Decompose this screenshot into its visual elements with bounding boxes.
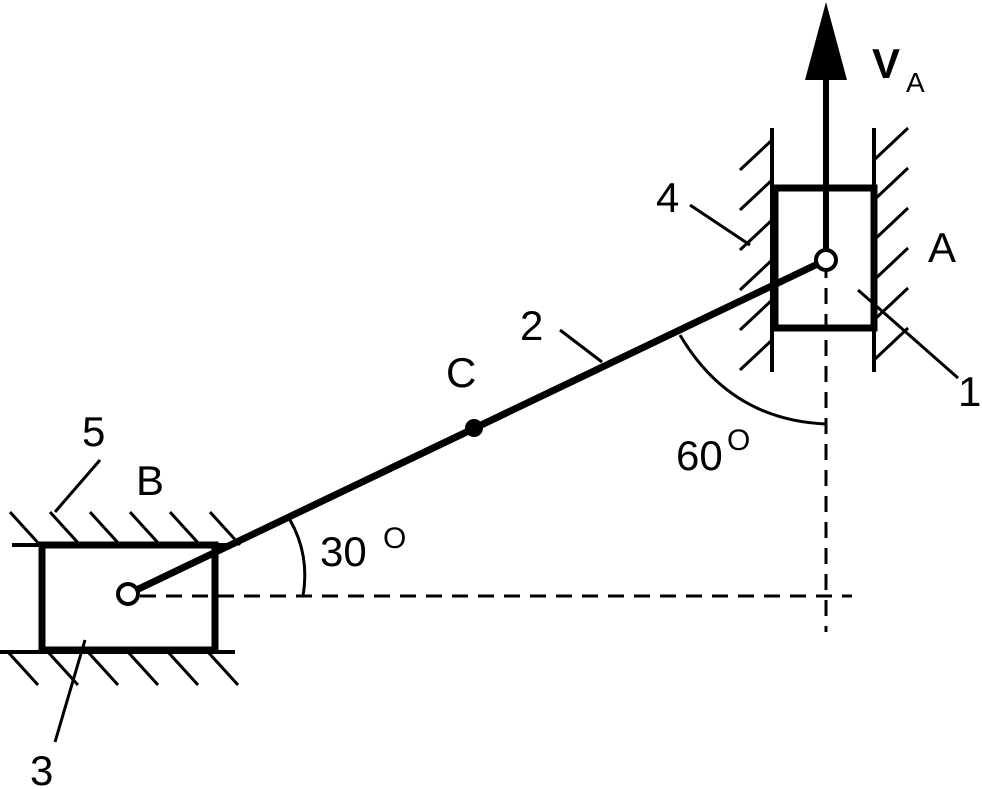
- velocity-arrowhead: [805, 2, 847, 80]
- angle-60-degree-mark: O: [727, 424, 750, 457]
- part-2-label: 2: [520, 302, 543, 349]
- velocity-subscript: A: [906, 67, 925, 98]
- slider-b-block: [38, 541, 219, 654]
- leader-lines: [53, 203, 959, 743]
- angle-30-degree-mark: O: [383, 522, 406, 555]
- part-1-label: 1: [958, 368, 981, 415]
- angle-30-arc: [288, 519, 307, 597]
- angle-30-label: 30: [320, 528, 367, 575]
- point-c-label: C: [446, 349, 476, 396]
- point-a-label: A: [928, 224, 956, 271]
- part-5-label: 5: [82, 408, 105, 455]
- part-3-label: 3: [30, 747, 53, 789]
- part-4-label: 4: [656, 174, 679, 221]
- velocity-label: V: [872, 40, 900, 87]
- point-c-dot: [465, 419, 483, 437]
- point-b-label: B: [136, 457, 164, 504]
- bottom-rail-hatching: [6, 650, 240, 687]
- left-wall-hatching: [738, 138, 774, 372]
- pin-b: [116, 582, 140, 606]
- right-wall-hatching: [872, 126, 910, 362]
- angle-60-label: 60: [676, 432, 723, 479]
- pin-a: [814, 248, 838, 272]
- angle-60-arc: [678, 334, 827, 426]
- top-rail-hatching: [8, 510, 242, 547]
